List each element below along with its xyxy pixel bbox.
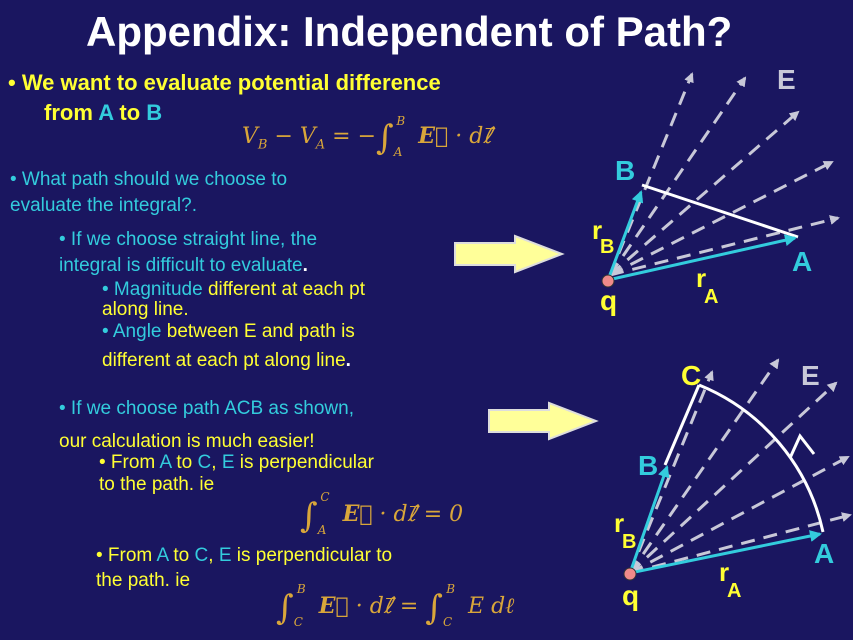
straight-line2: integral is difficult to evaluate (59, 255, 303, 276)
equation-integral-equal: ∫CB E⃗ · dℓ⃗ = ∫CB E dℓ (276, 581, 515, 630)
r-sub-a-bottom: A (727, 580, 742, 602)
charge-q-top (601, 274, 615, 288)
bullet-from-a-to-c-1: • From A to C, E is perpendicular to the… (99, 452, 374, 495)
field-lines-bottom (628, 358, 852, 575)
e-label-2: E (218, 545, 232, 566)
bullet-path-acb: • If we choose path ACB as shown, our ca… (59, 392, 354, 458)
magnitude-word: • Magnitude (102, 279, 203, 300)
bullet-magnitude: • Magnitude different at each pt along l… (102, 280, 365, 320)
charge-q-bottom (623, 567, 637, 581)
straight-line1: • If we choose straight line, the (59, 229, 318, 250)
a-label-2: A (156, 545, 169, 566)
r-label-a-bottom: r (719, 557, 730, 587)
r-sub-b-top: B (600, 236, 615, 258)
e-label-1: E (221, 452, 235, 473)
point-b-top: B (615, 155, 636, 186)
equation-integral-zero: ∫AC E⃗ · dℓ⃗ = 0 (300, 489, 464, 538)
from-ac-2-line2: the path. ie (96, 570, 191, 591)
r-label-b-top: r (592, 215, 603, 245)
arrow-right-bottom (488, 401, 599, 441)
rB-vector-bottom (628, 465, 670, 574)
magnitude-line2: along line. (102, 299, 189, 320)
equation-potential-difference: VB − VA = −∫AB E⃗ · dℓ⃗ (242, 113, 493, 160)
point-a-bottom: A (814, 538, 835, 569)
rA-vector-bottom (629, 530, 822, 575)
bullet-goal-line1: • We want to evaluate potential differen… (8, 70, 441, 95)
acb-line1: • If we choose path ACB as shown, (59, 398, 354, 419)
angle-dot: . (345, 350, 351, 371)
field-label-e-top: E (777, 64, 796, 95)
angle-word: • Angle (102, 321, 162, 342)
bullet-goal-line2-prefix: from (44, 100, 99, 125)
straight-path (641, 183, 799, 239)
r-sub-b-bottom: B (622, 531, 637, 553)
rA-vector-top (607, 234, 797, 282)
angle-rest: between E and path is (161, 321, 355, 342)
field-label-e-bottom: E (801, 360, 820, 391)
magnitude-rest: different at each pt (202, 279, 365, 300)
c-label-1: C (197, 452, 212, 473)
a-label-1: A (159, 452, 172, 473)
field-lines-top (608, 72, 840, 277)
point-c-bottom: C (681, 360, 702, 391)
angle-line2: different at each pt along line (102, 350, 346, 371)
bullet-angle: • Angle between E and path is different … (102, 317, 355, 375)
point-a-label: A (98, 100, 114, 125)
charge-label-q-top: q (600, 285, 618, 316)
bullet-straight-line: • If we choose straight line, the integr… (59, 227, 317, 279)
question-path: • What path should we choose to evaluate… (10, 167, 287, 219)
rB-vector-top (606, 190, 644, 281)
c-label-2: C (194, 545, 209, 566)
arc-path (698, 383, 825, 533)
r-label-b-bottom: r (614, 508, 625, 538)
straight-dot: . (302, 255, 308, 276)
question-path-line2: evaluate the integral?. (10, 195, 197, 216)
point-b-label: B (146, 100, 163, 125)
acb-line2: our calculation is much easier! (59, 431, 315, 452)
arc-arrow (788, 433, 816, 459)
question-path-line1: • What path should we choose to (10, 169, 288, 190)
bullet-from-a-to-c-2: • From A to C, E is perpendicular to the… (96, 545, 393, 591)
point-a-top: A (792, 246, 813, 277)
r-label-a-top: r (696, 263, 707, 293)
radial-path (663, 384, 701, 466)
arrow-right-top (454, 234, 565, 274)
point-b-bottom: B (638, 450, 659, 481)
r-sub-a-top: A (704, 286, 719, 308)
to-word: to (113, 100, 147, 125)
charge-label-q-bottom: q (622, 580, 640, 611)
bullet-goal: • We want to evaluate potential differen… (8, 68, 441, 128)
slide-title: Appendix: Independent of Path? (86, 8, 733, 55)
from-ac-1-line2: to the path. ie (99, 474, 215, 495)
